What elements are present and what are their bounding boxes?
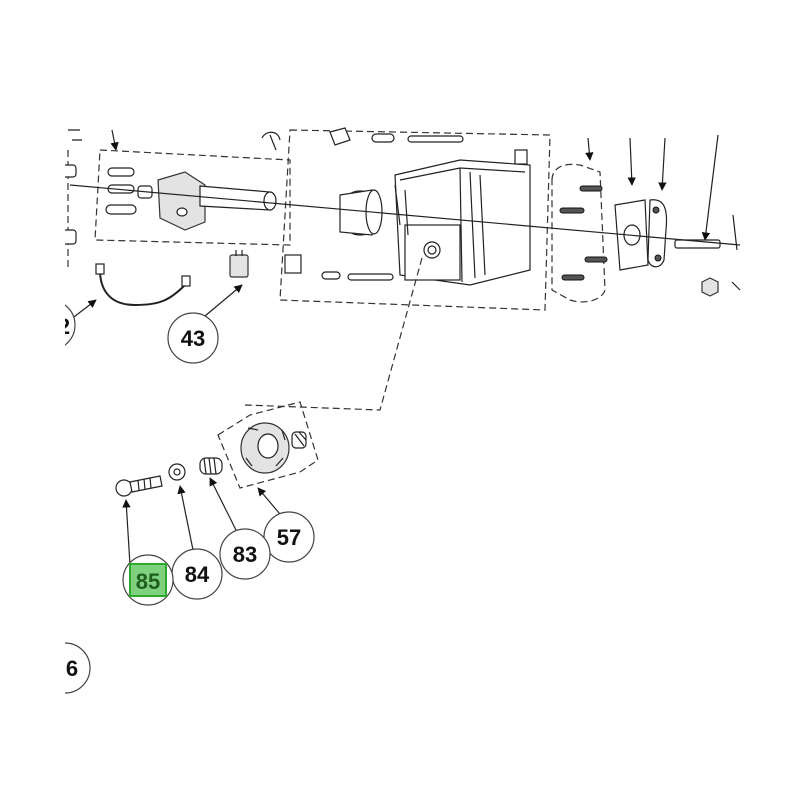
wire-harness <box>95 263 191 307</box>
main-housing-group <box>279 127 551 311</box>
callout-84[interactable]: 84 <box>171 548 223 600</box>
cover-plate-group <box>551 134 741 303</box>
left-edge-mask <box>0 0 65 800</box>
callout-label: 6 <box>66 656 78 681</box>
callout-label: 83 <box>233 542 257 567</box>
shaft-axis-line <box>69 184 741 246</box>
left-edge-fragments <box>61 129 119 270</box>
callout-57[interactable]: 57 <box>263 511 315 563</box>
callout-43[interactable]: 43 <box>167 312 219 364</box>
callout-83[interactable]: 83 <box>219 528 271 580</box>
callout-label: 84 <box>185 562 210 587</box>
callout-label: 43 <box>181 326 205 351</box>
callout-85[interactable]: 85 <box>122 554 174 606</box>
switch-component <box>229 250 249 278</box>
hub-detail-group <box>115 257 423 497</box>
callout-label: 57 <box>277 525 301 550</box>
callout-label: 85 <box>136 569 160 594</box>
highlight-box <box>129 563 167 597</box>
shaft-assembly-group <box>94 131 291 246</box>
leader-lines <box>69 284 286 566</box>
